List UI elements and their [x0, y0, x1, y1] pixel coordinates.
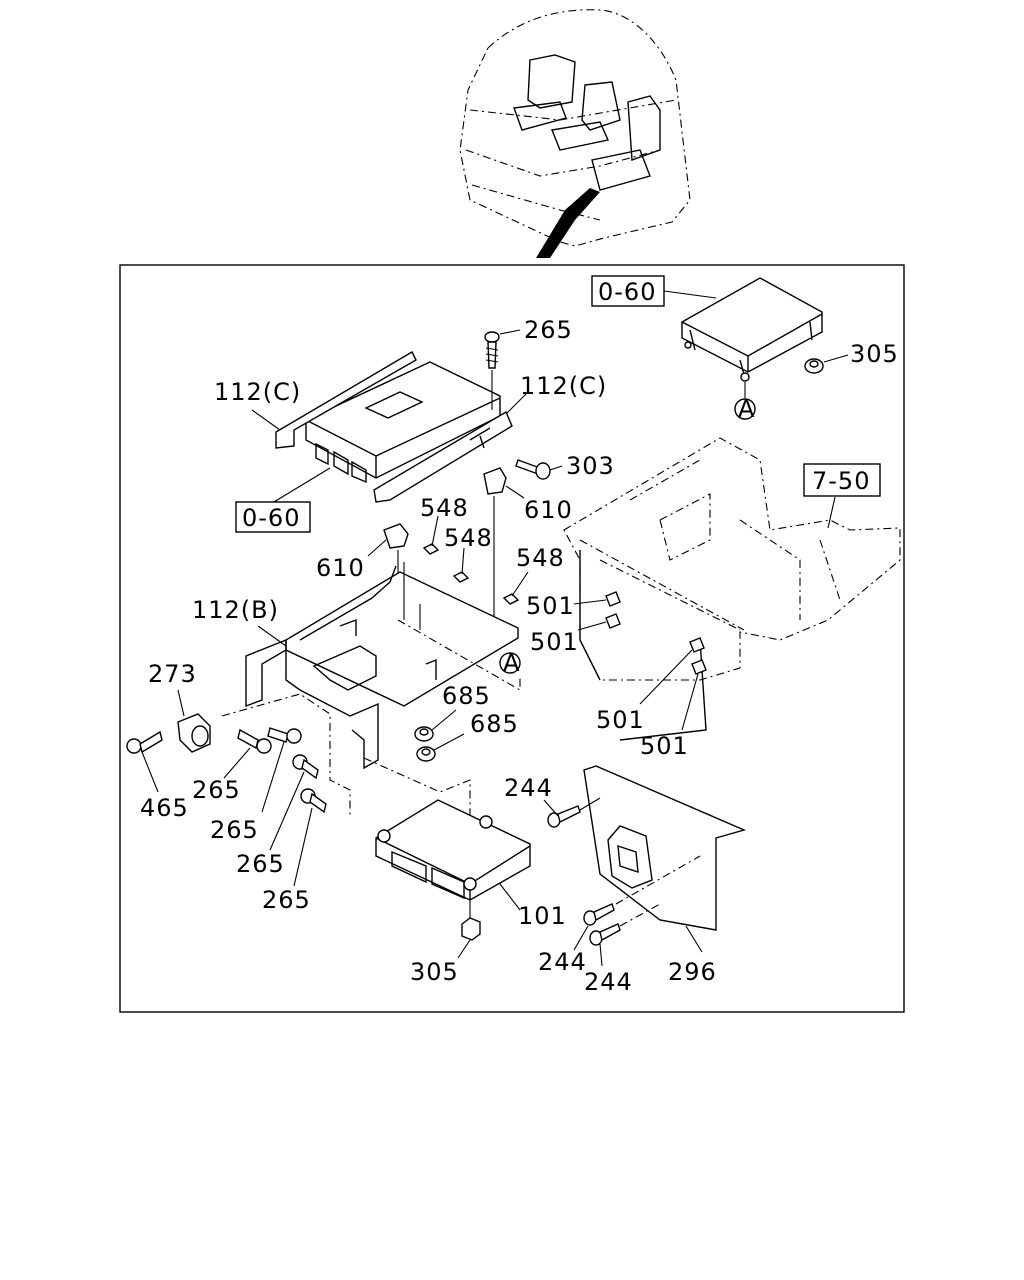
bracket-112c-right: [373, 391, 529, 503]
label-548-a: 548: [420, 494, 469, 522]
label-112c-left: 112(C): [214, 378, 301, 406]
label-265-d: 265: [262, 886, 311, 914]
cab-floor-7-50: [563, 437, 901, 741]
bolt-265-top: [484, 329, 521, 410]
ref-circle-a-mid: A: [499, 649, 521, 677]
label-465: 465: [140, 794, 189, 822]
label-296: 296: [668, 958, 717, 986]
label-265-c: 265: [236, 850, 285, 878]
label-112b: 112(B): [192, 596, 279, 624]
module-101: [375, 799, 531, 911]
label-610-left: 610: [316, 554, 365, 582]
ref-7-50-label: 7-50: [812, 467, 870, 495]
label-244-a: 244: [504, 774, 553, 802]
label-305-top: 305: [850, 340, 899, 368]
ref-0-60-left-label: 0-60: [242, 504, 300, 532]
label-244-b: 244: [538, 948, 587, 976]
ref-a-mid-label: A: [503, 649, 520, 677]
bolt-303: [515, 459, 563, 480]
pads-548: [422, 515, 529, 605]
label-101: 101: [518, 902, 567, 930]
ref-box-7-50[interactable]: 7-50: [803, 463, 881, 497]
label-501-c: 501: [596, 706, 645, 734]
screws-265-cluster: [223, 727, 327, 887]
label-685-a: 685: [442, 682, 491, 710]
label-501-b: 501: [530, 628, 579, 656]
label-112c-right: 112(C): [520, 372, 607, 400]
ref-box-0-60-top[interactable]: 0-60: [591, 275, 717, 307]
bolts-244: [543, 797, 701, 967]
label-610-right: 610: [524, 496, 573, 524]
bushings-685: [414, 709, 465, 762]
nut-305-bottom: [457, 900, 481, 959]
ref-a-top-label: A: [738, 395, 755, 423]
label-273: 273: [148, 660, 197, 688]
ref-circle-a-top: A: [734, 395, 756, 423]
plate-296: [583, 765, 747, 953]
clips-501: [573, 591, 707, 731]
detail-frame: [119, 264, 905, 1013]
label-265-b: 265: [210, 816, 259, 844]
label-548-c: 548: [516, 544, 565, 572]
label-501-d: 501: [640, 732, 689, 760]
label-305-bottom: 305: [410, 958, 459, 986]
label-265-a: 265: [192, 776, 241, 804]
ecu-top-right: [681, 277, 823, 398]
bracket-112c-left: [251, 351, 417, 449]
cab-overview-illustration: [459, 9, 691, 258]
clip-610-right: [483, 467, 525, 620]
label-685-b: 685: [470, 710, 519, 738]
bracket-112b: [245, 562, 519, 770]
label-244-c: 244: [584, 968, 633, 996]
screw-465: [126, 730, 163, 793]
label-501-a: 501: [526, 592, 575, 620]
ref-0-60-top-label: 0-60: [598, 278, 656, 306]
label-303: 303: [566, 452, 615, 480]
label-265-top: 265: [524, 316, 573, 344]
label-548-b: 548: [444, 524, 493, 552]
ref-box-0-60-left[interactable]: 0-60: [235, 501, 311, 533]
nut-305-top: [804, 354, 849, 374]
clamp-273: [177, 689, 211, 753]
ecu-left: [305, 361, 501, 484]
